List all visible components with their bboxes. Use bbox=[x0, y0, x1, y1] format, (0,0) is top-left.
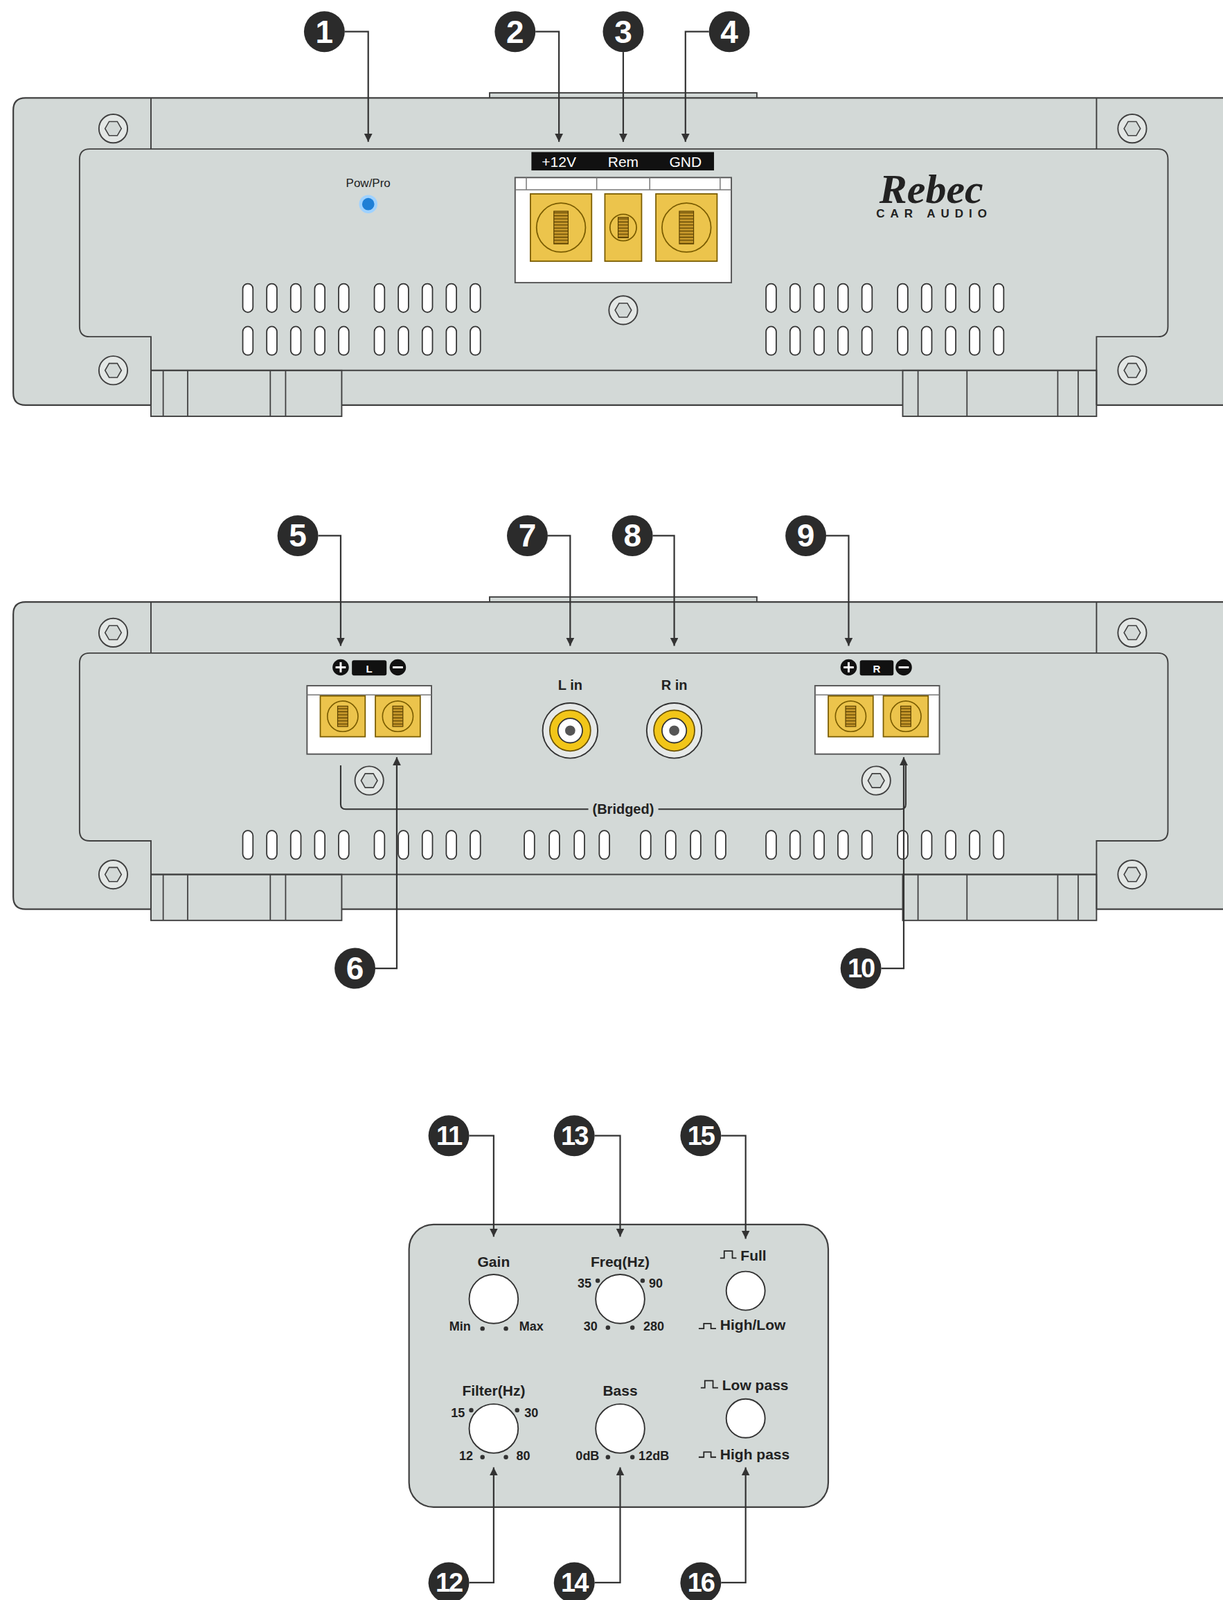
scale-value: 12 bbox=[459, 1449, 473, 1462]
brand-subtitle: CAR AUDIO bbox=[876, 207, 993, 219]
power-led bbox=[362, 198, 375, 211]
gain-knob bbox=[469, 1274, 519, 1324]
callout-number: 5 bbox=[288, 519, 307, 552]
input-label: R in bbox=[661, 677, 688, 692]
terminal-label: +12V bbox=[541, 153, 577, 169]
switch-label: Low pass bbox=[722, 1377, 789, 1392]
scale-value: 35 bbox=[577, 1277, 592, 1290]
callout-circles bbox=[277, 11, 882, 1600]
channel-label: L bbox=[366, 662, 373, 674]
scale-value: 280 bbox=[643, 1319, 665, 1333]
right-speaker-terminal bbox=[815, 659, 940, 755]
callout-number: 8 bbox=[623, 519, 642, 552]
brand-logo: Rebec bbox=[879, 168, 984, 210]
callout-number: 2 bbox=[506, 15, 525, 48]
rca-input bbox=[646, 702, 703, 759]
callout-number: 16 bbox=[687, 1569, 714, 1596]
mode-switch bbox=[726, 1271, 766, 1311]
callout-number: 14 bbox=[560, 1569, 588, 1596]
scale-value: Max bbox=[519, 1319, 544, 1333]
callout-number: 10 bbox=[847, 954, 874, 982]
screw bbox=[355, 765, 384, 795]
switch-label: Full bbox=[740, 1247, 766, 1263]
callout-number: 15 bbox=[687, 1122, 714, 1149]
scale-dots bbox=[468, 1278, 645, 1460]
screw bbox=[862, 765, 891, 795]
freq-knob bbox=[595, 1274, 645, 1324]
control-label: Gain bbox=[477, 1253, 511, 1269]
control-label: Freq(Hz) bbox=[590, 1253, 650, 1269]
callout-number: 13 bbox=[560, 1122, 588, 1149]
terminal-label-bar bbox=[531, 152, 714, 172]
indicator-label: Pow/Pro bbox=[346, 176, 391, 189]
scale-value: 30 bbox=[583, 1319, 598, 1333]
scale-value: 80 bbox=[516, 1449, 531, 1462]
vent-slots bbox=[243, 283, 1005, 356]
scale-value: 15 bbox=[450, 1406, 465, 1419]
callout-number: 11 bbox=[436, 1122, 462, 1149]
scale-value: 0dB bbox=[575, 1449, 600, 1462]
control-label: Bass bbox=[602, 1382, 638, 1397]
scale-value: 90 bbox=[648, 1277, 663, 1290]
callout-number: 9 bbox=[797, 519, 816, 552]
channel-label: R bbox=[873, 662, 881, 674]
scale-value: Min bbox=[449, 1319, 471, 1333]
speaker-panel bbox=[13, 596, 1223, 921]
control-label: Filter(Hz) bbox=[461, 1382, 525, 1397]
control-panel bbox=[409, 1224, 829, 1507]
switch-label: High/Low bbox=[720, 1317, 786, 1332]
input-label: L in bbox=[558, 677, 583, 692]
left-speaker-terminal bbox=[306, 659, 432, 755]
amplifier-housing bbox=[13, 596, 1223, 921]
scale-value: 12dB bbox=[638, 1449, 669, 1462]
callout-number: 3 bbox=[614, 15, 633, 48]
terminal-label: GND bbox=[668, 153, 702, 169]
rca-input bbox=[542, 702, 599, 759]
screw bbox=[608, 295, 638, 325]
vent-slots bbox=[243, 830, 1005, 859]
pulse-symbols bbox=[698, 1250, 737, 1458]
callout-number: 6 bbox=[346, 952, 365, 985]
pass-switch bbox=[726, 1398, 766, 1438]
bridged-label: (Bridged) bbox=[587, 801, 658, 817]
callout-number: 12 bbox=[435, 1569, 462, 1596]
callout-number: 4 bbox=[720, 15, 739, 48]
power-terminal-block bbox=[515, 177, 732, 283]
terminal-label: Rem bbox=[608, 153, 639, 169]
filter-knob bbox=[469, 1403, 519, 1453]
scale-value: 30 bbox=[524, 1406, 539, 1419]
amplifier-housing bbox=[13, 92, 1223, 417]
bass-knob bbox=[595, 1403, 645, 1453]
power-panel bbox=[13, 92, 1223, 417]
led-glow bbox=[358, 194, 378, 214]
switch-label: High pass bbox=[720, 1446, 790, 1462]
leader-lines bbox=[318, 31, 904, 1583]
callout-number: 1 bbox=[315, 15, 334, 48]
callout-number: 7 bbox=[518, 519, 537, 552]
